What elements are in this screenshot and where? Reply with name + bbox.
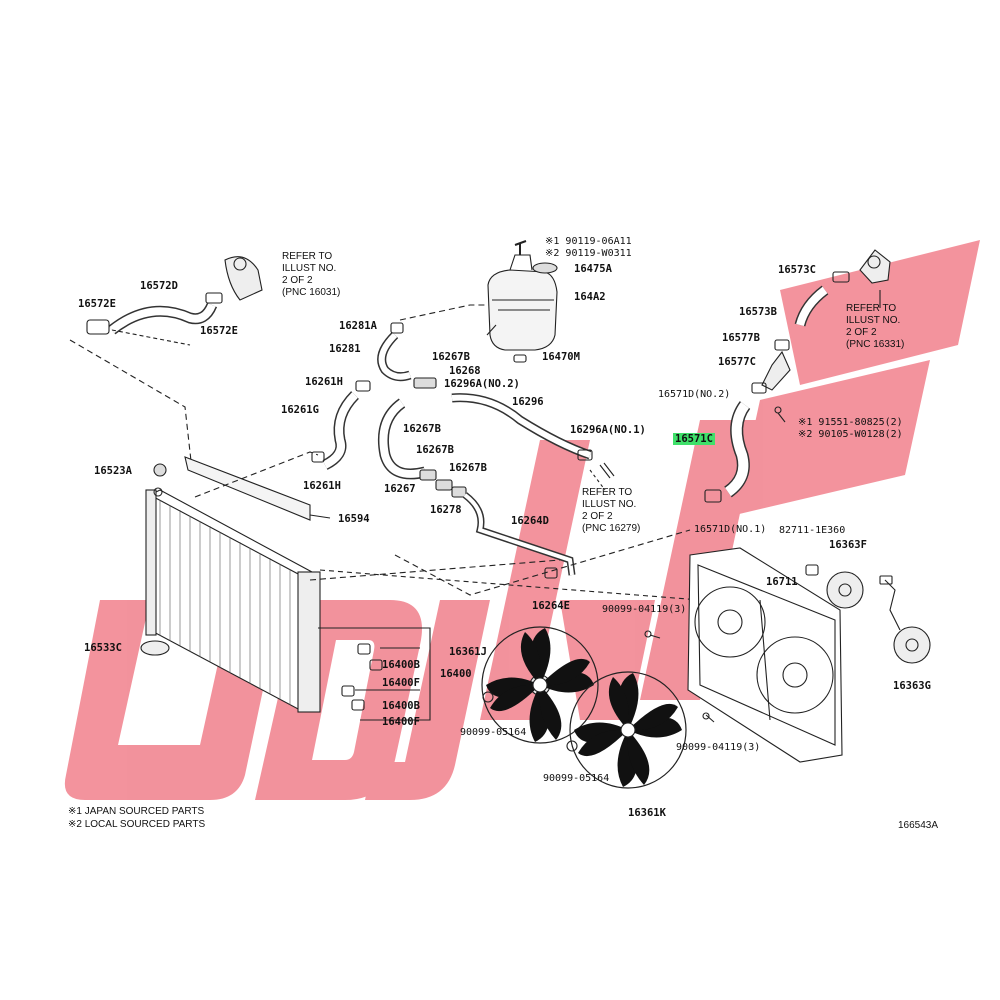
part-label-16267b-3: 16267B <box>416 444 454 456</box>
code-cap-bolt-1: ※1 90119-06A11 <box>545 236 632 247</box>
part-label-16296: 16296 <box>512 396 544 408</box>
part-label-16571c-highlighted: 16571C <box>673 433 715 445</box>
part-label-16267b-2: 16267B <box>403 423 441 435</box>
part-label-16533c: 16533C <box>84 642 122 654</box>
refer-block-16279: REFER TO ILLUST NO. 2 OF 2 (PNC 16279) <box>582 487 641 534</box>
part-label-16577c: 16577C <box>718 356 756 368</box>
part-label-16268: 16268 <box>449 365 481 377</box>
part-label-16475a: 16475A <box>574 263 612 275</box>
part-label-16261h-top: 16261H <box>305 376 343 388</box>
part-label-16361k: 16361K <box>628 807 666 819</box>
part-label-16400f-1: 16400F <box>382 677 420 689</box>
footnote-local: ※2 LOCAL SOURCED PARTS <box>68 819 206 830</box>
part-label-16267: 16267 <box>384 483 416 495</box>
part-label-90099-05164-2: 90099-05164 <box>543 773 610 784</box>
fan-16361j <box>481 626 599 744</box>
code-bolt-2: ※2 90105-W0128(2) <box>798 429 903 440</box>
part-label-16281: 16281 <box>329 343 361 355</box>
part-label-16571d-no1: 16571D(NO.1) <box>694 524 767 535</box>
part-label-16572e-left: 16572E <box>78 298 116 310</box>
fan-16361k <box>569 671 687 789</box>
code-cap-bolt-2: ※2 90119-W0311 <box>545 248 632 259</box>
part-label-90099-04119-bottom: 90099-04119(3) <box>676 742 761 753</box>
part-label-16572d: 16572D <box>140 280 178 292</box>
part-label-16296a-no1: 16296A(NO.1) <box>570 424 646 436</box>
part-label-16264d: 16264D <box>511 515 549 527</box>
part-label-16296a-no2: 16296A(NO.2) <box>444 378 520 390</box>
code-bolt-1: ※1 91551-80825(2) <box>798 417 903 428</box>
part-label-16400b-2: 16400B <box>382 700 420 712</box>
part-label-16278: 16278 <box>430 504 462 516</box>
part-label-16361j: 16361J <box>449 646 487 658</box>
part-label-82711-1e360: 82711-1E360 <box>779 525 846 536</box>
part-label-16267b-4: 16267B <box>449 462 487 474</box>
part-label-16400b-1: 16400B <box>382 659 420 671</box>
part-label-16523a: 16523A <box>94 465 132 477</box>
part-label-16264e: 16264E <box>532 600 570 612</box>
part-label-16573c: 16573C <box>778 264 816 276</box>
part-label-16711: 16711 <box>766 576 798 588</box>
part-label-16267b-1: 16267B <box>432 351 470 363</box>
footnotes: ※1 JAPAN SOURCED PARTS ※2 LOCAL SOURCED … <box>68 805 205 831</box>
part-label-16573b: 16573B <box>739 306 777 318</box>
part-label-16400f-2: 16400F <box>382 716 420 728</box>
refer-block-16331: REFER TO ILLUST NO. 2 OF 2 (PNC 16331) <box>846 303 905 350</box>
part-label-16594: 16594 <box>338 513 370 525</box>
part-label-16261h-bottom: 16261H <box>303 480 341 492</box>
part-label-16281a: 16281A <box>339 320 377 332</box>
part-label-16572e-right: 16572E <box>200 325 238 337</box>
footnote-japan: ※1 JAPAN SOURCED PARTS <box>68 806 205 817</box>
part-label-16363f: 16363F <box>829 539 867 551</box>
part-label-90099-05164-1: 90099-05164 <box>460 727 527 738</box>
part-label-164a2: 164A2 <box>574 291 606 303</box>
part-label-16400: 16400 <box>440 668 472 680</box>
part-label-90099-04119-top: 90099-04119(3) <box>602 604 687 615</box>
part-label-16363g: 16363G <box>893 680 931 692</box>
part-label-16470m: 16470M <box>542 351 580 363</box>
refer-block-16031: REFER TO ILLUST NO. 2 OF 2 (PNC 16031) <box>282 251 341 298</box>
part-label-16261g: 16261G <box>281 404 319 416</box>
figure-id: 166543A <box>898 820 939 831</box>
part-label-16577b: 16577B <box>722 332 760 344</box>
part-label-16571d-no2: 16571D(NO.2) <box>658 389 731 400</box>
